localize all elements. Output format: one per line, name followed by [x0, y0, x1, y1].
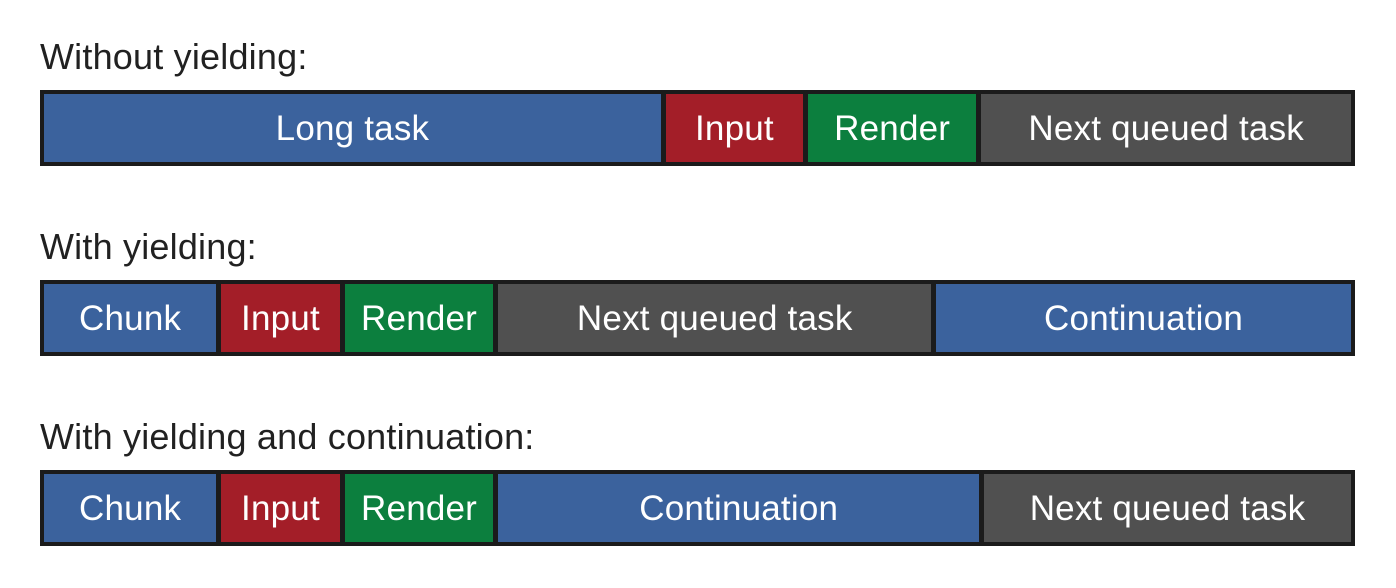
task-segment: Chunk [44, 284, 217, 352]
timeline-bar: Long task Input Render Next queued task [40, 90, 1355, 166]
task-segment: Next queued task [981, 94, 1351, 162]
task-segment-label: Next queued task [576, 298, 853, 338]
task-segment: Long task [44, 94, 661, 162]
task-segment-label: Continuation [639, 488, 839, 528]
section-title: With yielding: [40, 226, 257, 267]
task-segment-label: Render [834, 108, 951, 148]
task-segment: Chunk [44, 474, 217, 542]
task-segment-label: Input [241, 488, 320, 528]
task-segment: Render [344, 474, 494, 542]
section-title: With yielding and continuation: [40, 416, 535, 457]
task-segment: Next queued task [983, 474, 1351, 542]
task-segment-label: Long task [275, 108, 430, 148]
task-segment: Input [221, 284, 340, 352]
task-segment: Render [807, 94, 977, 162]
task-segment-label: Input [241, 298, 320, 338]
task-segment: Input [665, 94, 803, 162]
task-segment-label: Chunk [79, 298, 182, 338]
task-segment: Continuation [936, 284, 1351, 352]
task-segment-label: Chunk [79, 488, 182, 528]
task-segment: Continuation [498, 474, 979, 542]
section-title: Without yielding: [40, 36, 308, 77]
timeline-bar: Chunk Input Render Continuation Next queued … [40, 470, 1355, 546]
timeline-bar: Chunk Input Render Next queued task Continua… [40, 280, 1355, 356]
task-segment: Next queued task [498, 284, 932, 352]
task-segment-label: Render [361, 298, 478, 338]
section-without-yielding: Without yielding: Long task Input Render Ne… [40, 36, 1355, 166]
task-segment-label: Input [694, 108, 774, 148]
task-segment-label: Next queued task [1028, 108, 1304, 148]
task-segment-label: Continuation [1044, 298, 1243, 338]
task-segment: Input [221, 474, 340, 542]
section-with-yielding-and-continuation: With yielding and continuation: Chunk Inp… [40, 416, 1355, 546]
task-segment-label: Render [361, 488, 478, 528]
section-with-yielding: With yielding: Chunk Input Render Next queu… [40, 226, 1355, 356]
task-segment-label: Next queued task [1029, 488, 1306, 528]
task-segment: Render [344, 284, 494, 352]
